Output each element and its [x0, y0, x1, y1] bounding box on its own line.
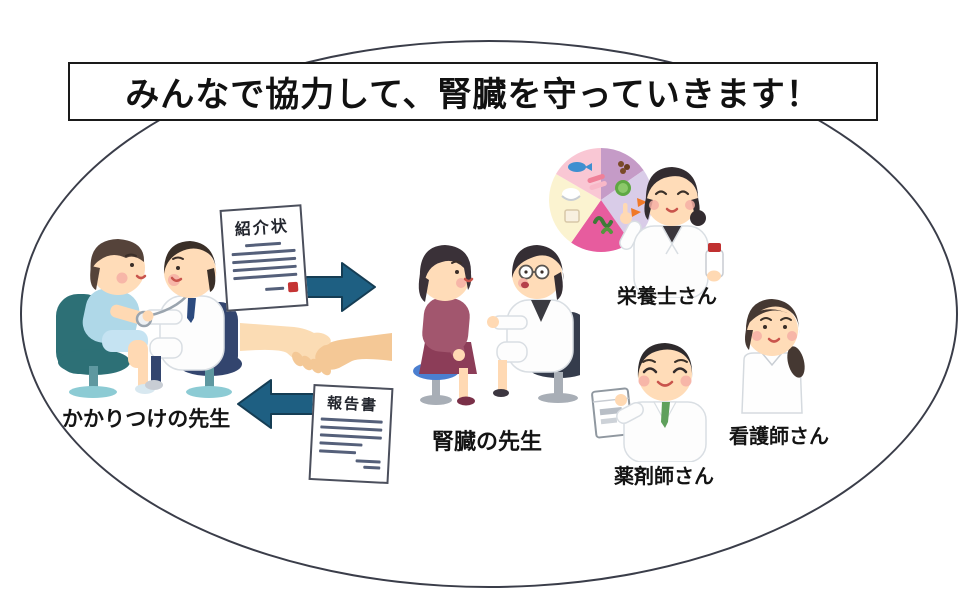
referral-letter-document: 紹介状 — [219, 204, 309, 312]
enclosing-ellipse — [20, 40, 958, 588]
report-title: 報告書 — [326, 394, 379, 415]
title-banner: みんなで協力して、腎臓を守っていきます！ — [68, 62, 878, 121]
handshake-icon — [240, 323, 392, 376]
pharmacist-label: 薬剤師さん — [614, 466, 714, 488]
referral-letter-title: 紹介状 — [234, 218, 290, 239]
kidney-doctor-figure — [487, 245, 574, 397]
title-text: みんなで協力して、腎臓を守っていきます！ — [125, 76, 821, 114]
green-tie — [661, 402, 670, 428]
necktie — [187, 298, 196, 323]
nutritionist-label: 栄養士さん — [617, 286, 717, 308]
nutritionist-illustration — [619, 167, 724, 298]
patient-figure — [418, 245, 477, 406]
red-seal-stamp-icon — [287, 281, 299, 293]
kidney-doctor-label: 腎臓の先生 — [432, 429, 543, 454]
family-doctor-illustration — [56, 239, 242, 398]
report-document: 報告書 — [308, 383, 394, 485]
nurse-label: 看護師さん — [729, 426, 829, 448]
family-doctor-figure — [135, 241, 225, 390]
pharmacist-illustration — [591, 343, 707, 462]
arrow-left-icon — [237, 379, 315, 429]
kidney-doctor-illustration — [413, 245, 580, 406]
supplement-bottle-icon — [705, 243, 724, 282]
patient-figure — [82, 239, 155, 394]
family-doctor-label: かかりつけの先生 — [62, 408, 231, 431]
nurse-illustration — [741, 299, 805, 414]
